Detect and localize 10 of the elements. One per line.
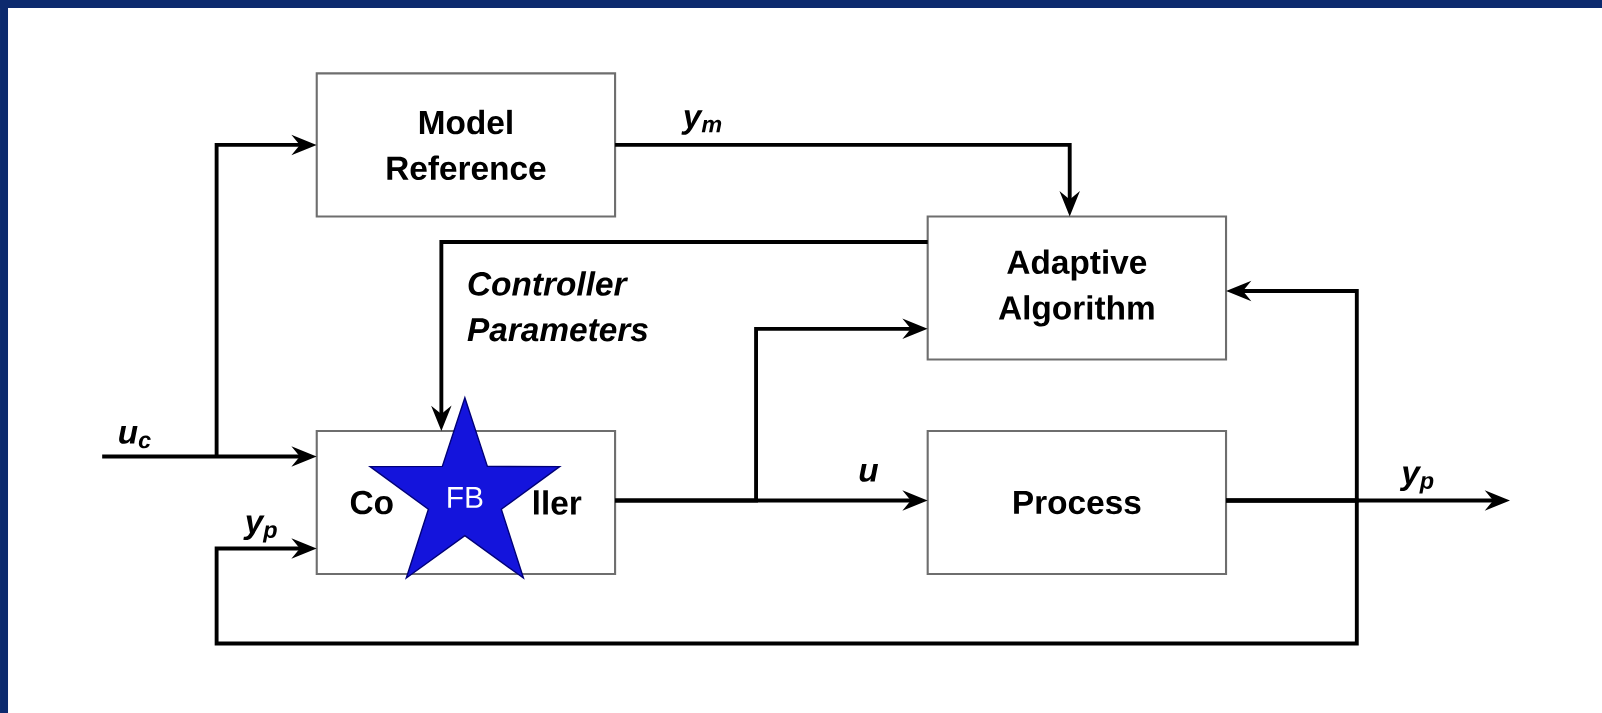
- block-box: Adaptive Algorithm: [926, 215, 1228, 361]
- signal-label: Controller Parameters: [467, 271, 648, 342]
- signal-label: u$_{c}$: [119, 425, 151, 449]
- block-box: Process: [926, 429, 1228, 576]
- signal-label: y$_{p}$: [243, 515, 277, 543]
- arrow: [214, 498, 1359, 646]
- signal-label: y$_{m}$: [681, 110, 722, 135]
- signal-label: y$_{p}$: [1399, 466, 1434, 494]
- block-box: Model Reference: [315, 72, 617, 218]
- signal-label: u: [859, 463, 879, 482]
